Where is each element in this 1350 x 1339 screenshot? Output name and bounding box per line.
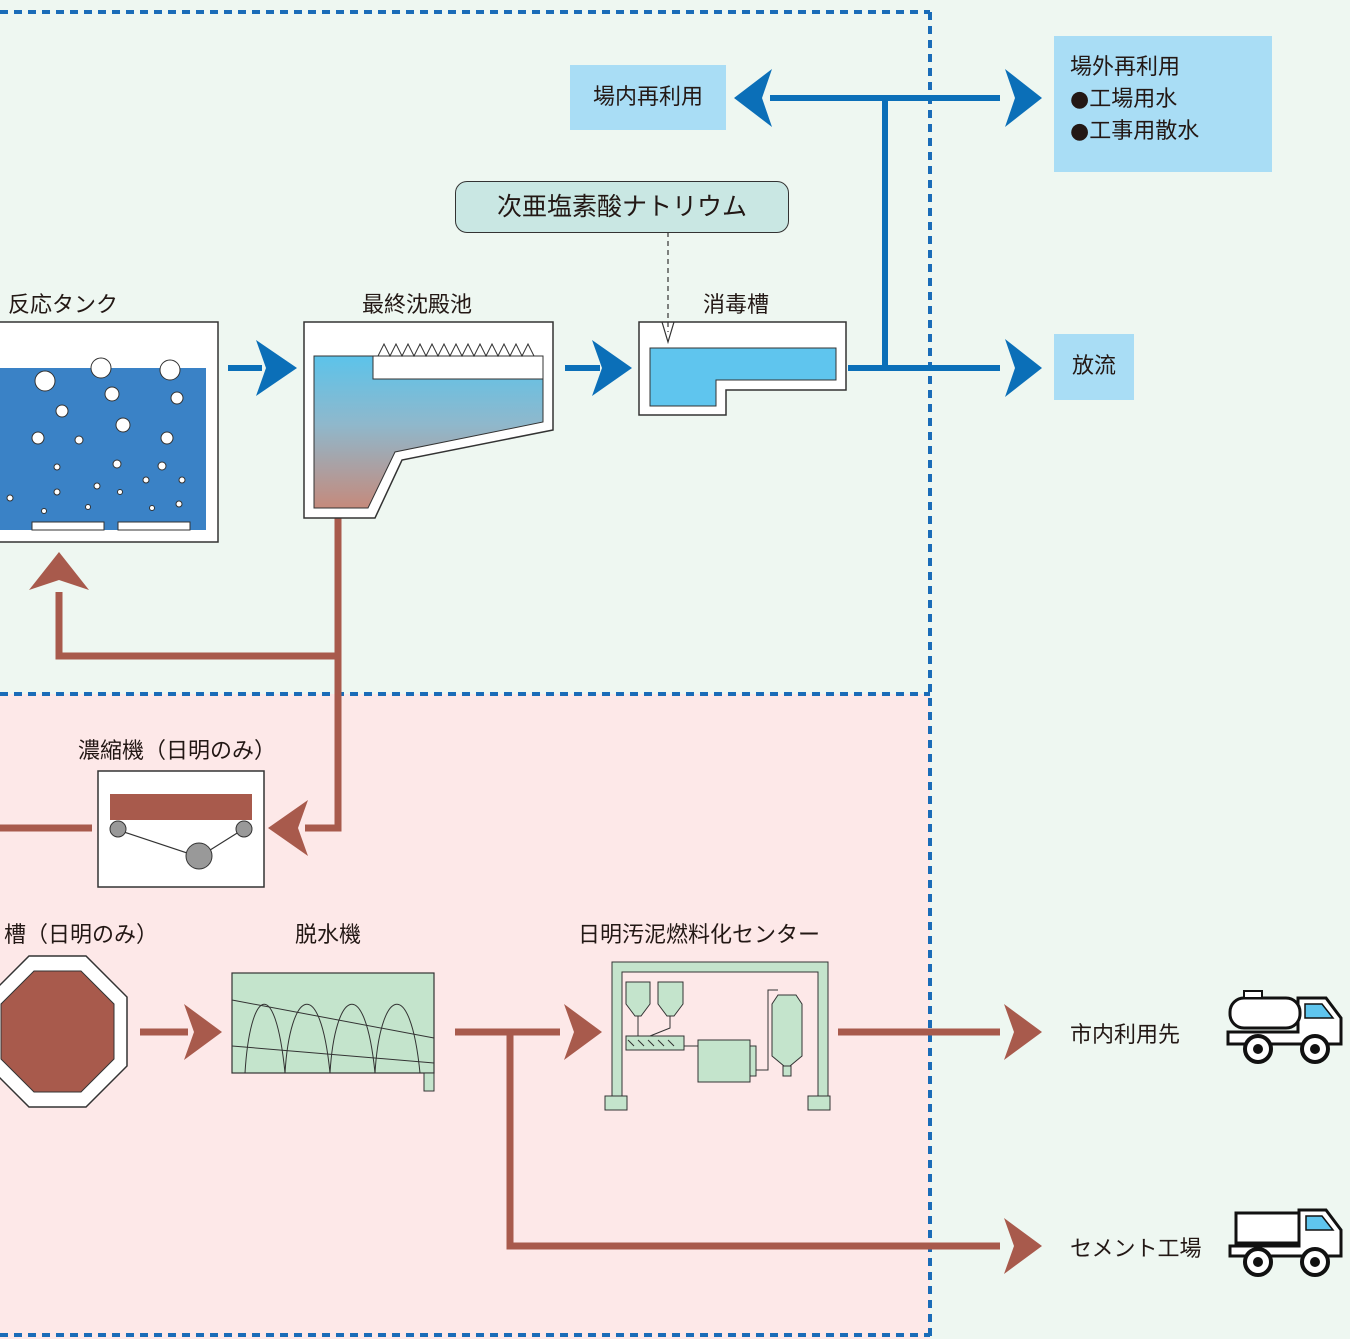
onsite-reuse-box: 場内再利用 — [570, 65, 726, 130]
city-users-label: 市内利用先 — [1070, 1023, 1181, 1048]
digester-label: 槽（日明のみ） — [4, 923, 159, 948]
fuel-center-label: 日明汚泥燃料化センター — [578, 923, 821, 948]
offsite-reuse-box: 場外再利用 ●工場用水 ●工事用散水 — [1054, 36, 1272, 172]
offsite-reuse-title: 場外再利用 — [1070, 55, 1181, 80]
cement-plant-label: セメント工場 — [1070, 1237, 1202, 1262]
arrow-to-cement-plant — [1004, 1218, 1042, 1274]
arrow-to-city-users — [1004, 1004, 1042, 1060]
final-sedimentation-icon — [303, 321, 554, 519]
onsite-reuse-label: 場内再利用 — [592, 85, 703, 110]
dehydrator-icon — [231, 972, 435, 1092]
arrow-return-sludge — [29, 552, 89, 590]
disinfection-tank-icon — [638, 232, 847, 416]
offsite-reuse-item: ●工事用散水 — [1070, 119, 1200, 144]
tank-truck-icon — [1226, 990, 1343, 1064]
arrow-to-discharge — [1005, 339, 1042, 397]
discharge-label: 放流 — [1071, 354, 1116, 379]
arrow-to-fuel-center — [564, 1004, 602, 1060]
final-sedimentation-label: 最終沈殿池 — [362, 293, 473, 318]
sludge-flow-lines — [0, 518, 1000, 1250]
arrow-to-sedimentation — [256, 340, 297, 396]
disinfection-tank-label: 消毒槽 — [703, 293, 770, 318]
arrow-to-offsite-reuse — [1005, 69, 1042, 127]
sludge-arrowheads — [29, 552, 1042, 1274]
fuel-center-plant-icon — [604, 961, 831, 1111]
arrow-to-onsite-reuse — [734, 69, 772, 127]
chemical-label: 次亜塩素酸ナトリウム — [496, 192, 747, 221]
arrow-to-disinfection — [592, 340, 632, 396]
digester-tank-icon — [0, 955, 128, 1108]
chemical-label-box: 次亜塩素酸ナトリウム — [455, 181, 789, 233]
reaction-tank-label: 反応タンク — [8, 293, 119, 318]
arrow-to-thickener — [268, 800, 308, 856]
offsite-reuse-item: ●工場用水 — [1070, 87, 1178, 112]
zone-borders — [0, 10, 932, 1339]
dump-truck-icon — [1228, 1208, 1343, 1277]
arrow-to-dehydrator — [184, 1004, 222, 1060]
dehydrator-label: 脱水機 — [295, 923, 362, 948]
water-flow-lines — [228, 95, 1000, 371]
discharge-box: 放流 — [1054, 334, 1134, 400]
thickener-icon — [97, 770, 265, 888]
thickener-label: 濃縮機（日明のみ） — [78, 739, 277, 764]
reaction-tank-icon — [0, 321, 219, 543]
water-arrowheads — [256, 69, 1042, 397]
